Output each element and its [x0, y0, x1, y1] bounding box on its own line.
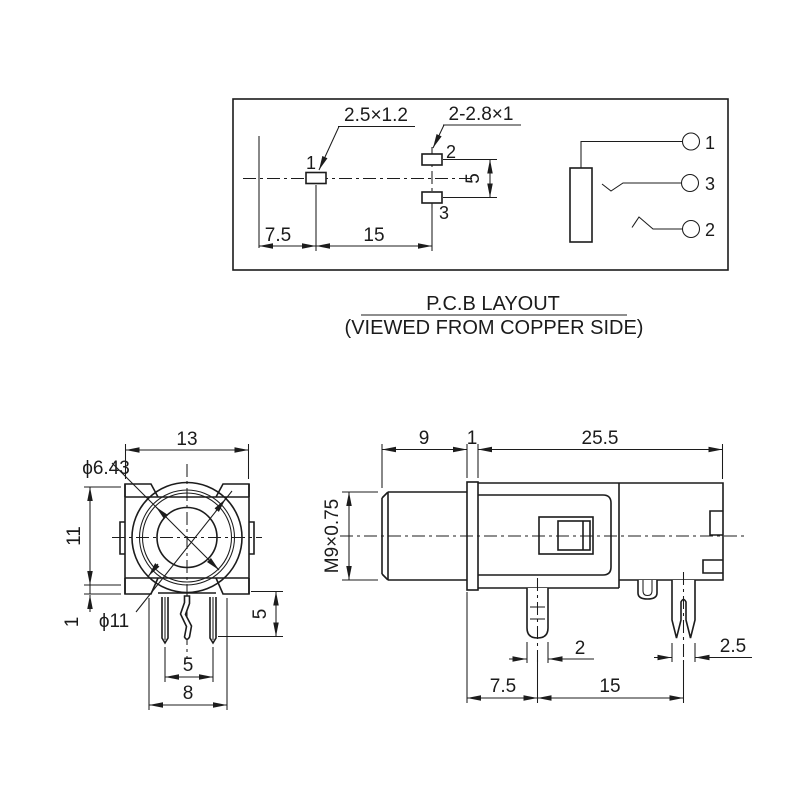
offset-dim-text: 7.5: [265, 225, 291, 246]
pads23-size-text: 2-2.8×1: [449, 104, 514, 125]
pcb-pad-2: [421, 153, 443, 166]
front-tab-top-left: [124, 483, 159, 498]
pad3-number: 3: [439, 203, 449, 223]
pin2-terminal: [681, 219, 701, 239]
body-rear-outline: [619, 482, 724, 581]
pin1-terminal: [681, 132, 701, 151]
plug-body-symbol: [569, 167, 593, 243]
pinw-dim-text: 2: [575, 638, 586, 659]
bodylen-dim-text: 25.5: [582, 428, 619, 449]
bore-dim-text: ϕ6.43: [82, 458, 130, 479]
pcb-pad-3: [421, 191, 443, 204]
pcb-pad-1: [305, 171, 327, 185]
pad1-size-leader: [318, 126, 340, 171]
pad1-number: 1: [306, 153, 316, 173]
side-pin-stub: [637, 580, 658, 600]
bush-dim-text: 9: [419, 428, 430, 449]
pin2-contact: [631, 216, 683, 230]
side-pin-stub-inner: [642, 580, 653, 597]
rear-notch-lower: [702, 559, 723, 574]
pin1-wire: [580, 140, 682, 168]
pinx-dim-text: 7.5: [490, 676, 516, 697]
body-front-inner: [478, 494, 612, 576]
width-dim-text: 13: [176, 429, 197, 450]
sidepitch-dim-text: 15: [599, 676, 620, 697]
front-tab-bottom-left: [124, 577, 159, 595]
bore-leader-line: [111, 462, 220, 571]
front-view: ϕ6.43 ϕ11 13 11 1 5 5: [62, 429, 283, 710]
pitch-dim-text: 15: [363, 225, 384, 246]
flange-dim-text: 1: [467, 428, 478, 449]
side-view: 9 1 25.5 M9×0.75 2 2.5 7.5 15: [322, 428, 752, 703]
drawing-title: P.C.B LAYOUT: [426, 293, 560, 315]
front-tab-top-right: [215, 483, 250, 498]
pinlen-dim-text: 5: [250, 609, 271, 620]
schematic-pin3-label: 3: [705, 174, 715, 194]
pads23-size-leader: [432, 124, 445, 149]
thread-spec-text: M9×0.75: [322, 499, 343, 573]
pcb-panel-border: [232, 98, 729, 271]
title-block: P.C.B LAYOUT (VIEWED FROM COPPER SIDE): [345, 293, 644, 339]
span-dim-text: 8: [183, 683, 194, 704]
tab-dim-text: 1: [62, 617, 83, 628]
schematic-pin1-label: 1: [705, 133, 715, 153]
pinpitch-dim-text: 5: [183, 655, 194, 676]
pad1-size-text: 2.5×1.2: [344, 105, 408, 126]
front-tab-bottom-right: [215, 577, 250, 595]
bushing-chamfer-top: [381, 491, 389, 499]
bore-arrow-upper: [155, 506, 169, 520]
front-pin-middle-zigzag: [179, 595, 193, 641]
pin3-terminal: [680, 173, 700, 193]
outer-dim-text: ϕ11: [99, 611, 129, 632]
outer-arrow-upper: [214, 498, 226, 512]
rear-notch-upper: [709, 510, 723, 536]
forkw-dim-text: 2.5: [720, 636, 746, 657]
front-side-lug-right: [249, 521, 255, 555]
bushing-chamfer-bottom: [381, 573, 389, 581]
schematic-pin2-label: 2: [705, 220, 715, 240]
pad2-number: 2: [446, 142, 456, 162]
gap-dim-text: 5: [463, 173, 484, 184]
outer-arrow-lower: [148, 563, 160, 577]
drawing-subtitle: (VIEWED FROM COPPER SIDE): [345, 317, 644, 339]
pin3-contact: [601, 182, 681, 192]
schematic-symbol: 1 3 2: [569, 132, 715, 243]
bore-arrow-lower: [206, 557, 220, 571]
height-dim-text: 11: [64, 526, 85, 546]
pcb-layout-panel: 2.5×1.2 2-2.8×1 1 2 3 5 7.5 15 1 3 2: [232, 98, 729, 271]
